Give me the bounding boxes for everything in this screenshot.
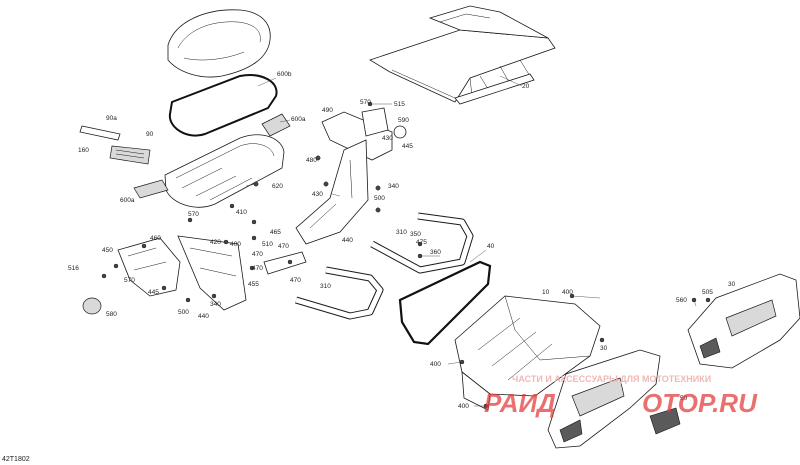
- seal-600b: [168, 74, 278, 137]
- leader-lines: [245, 75, 697, 407]
- label-400-d: 400: [458, 403, 469, 410]
- label-490: 490: [322, 107, 333, 114]
- label-440-a: 440: [342, 237, 353, 244]
- handle-310-upper: [370, 212, 474, 274]
- label-570-top: 570: [360, 99, 371, 106]
- label-480: 480: [306, 157, 317, 164]
- label-470-d: 470: [290, 277, 301, 284]
- label-400-c: 400: [430, 361, 441, 368]
- label-500-low: 500: [178, 309, 189, 316]
- bumper-580: [82, 297, 102, 315]
- label-460: 460: [150, 235, 161, 242]
- label-580: 580: [106, 311, 117, 318]
- watermark-brand-left: РАИД: [484, 388, 556, 418]
- label-465: 465: [270, 229, 281, 236]
- seat-cushion: [167, 9, 271, 78]
- label-560: 560: [676, 297, 687, 304]
- label-50: 50: [680, 395, 688, 402]
- handle-310-low: [295, 266, 384, 320]
- callout-labels: 600b 600a 600a 20 90a 90 160 620 490 570…: [68, 71, 736, 410]
- label-570-mid: 570: [188, 211, 199, 218]
- label-516: 516: [68, 265, 79, 272]
- side-panel-left: [547, 349, 661, 449]
- plate-455: [263, 251, 307, 275]
- label-340-a: 340: [388, 183, 399, 190]
- label-430-top: 430: [382, 135, 393, 142]
- gasket-40: [398, 260, 492, 346]
- label-470-b: 470: [252, 251, 263, 258]
- label-590: 590: [398, 117, 409, 124]
- label-10: 10: [542, 289, 550, 296]
- label-600b: 600b: [277, 71, 292, 78]
- pad-600a-top: [261, 113, 291, 137]
- label-350: 350: [410, 231, 421, 238]
- storage-box: [454, 295, 601, 411]
- watermark-tagline: ЧАСТИ И АКСЕССУАРЫ ДЛЯ МОТОТЕХНИКИ: [512, 374, 711, 384]
- label-470-a: 470: [278, 243, 289, 250]
- side-panel-right: [687, 273, 800, 369]
- fasteners: [101, 101, 711, 409]
- watermark: ЧАСТИ И АКСЕССУАРЫ ДЛЯ МОТОТЕХНИКИ РАИД …: [484, 374, 758, 418]
- label-450: 450: [102, 247, 113, 254]
- label-475: 475: [416, 239, 427, 246]
- label-310-b: 310: [320, 283, 331, 290]
- label-455: 455: [248, 281, 259, 288]
- label-570-low: 570: [124, 277, 135, 284]
- latch-assembly: [79, 125, 151, 165]
- label-505: 505: [702, 289, 713, 296]
- label-160: 160: [78, 147, 89, 154]
- label-620: 620: [272, 183, 283, 190]
- label-420: 420: [210, 239, 221, 246]
- watermark-brand-right: ОТОР.RU: [642, 388, 758, 418]
- label-20: 20: [522, 83, 530, 90]
- label-600a-bottom: 600a: [120, 197, 135, 204]
- label-360: 360: [430, 249, 441, 256]
- label-515: 515: [394, 101, 405, 108]
- pad-600a-bottom: [133, 179, 169, 199]
- support-frame: [295, 107, 407, 245]
- label-510: 510: [262, 241, 273, 248]
- storage-tray: [164, 134, 285, 208]
- side-bracket-left: [117, 237, 181, 297]
- label-410: 410: [236, 209, 247, 216]
- label-445-low: 445: [148, 289, 159, 296]
- label-90: 90: [146, 131, 154, 138]
- label-40: 40: [487, 243, 495, 250]
- label-310-a: 310: [396, 229, 407, 236]
- label-400-a: 400: [230, 241, 241, 248]
- label-90a: 90a: [106, 115, 117, 122]
- diagram-code: 42T1802: [2, 456, 30, 463]
- label-445-top: 445: [402, 143, 413, 150]
- rear-deck: [369, 5, 556, 105]
- part-50: [649, 407, 681, 435]
- label-430-mid: 430: [312, 191, 323, 198]
- label-500-a: 500: [374, 195, 385, 202]
- label-30-b: 30: [728, 281, 736, 288]
- label-600a-top: 600a: [291, 116, 306, 123]
- label-340-low: 340: [210, 301, 221, 308]
- label-400-b: 400: [562, 289, 573, 296]
- label-440-low: 440: [198, 313, 209, 320]
- label-470-c: 470: [252, 265, 263, 272]
- label-30-a: 30: [600, 345, 608, 352]
